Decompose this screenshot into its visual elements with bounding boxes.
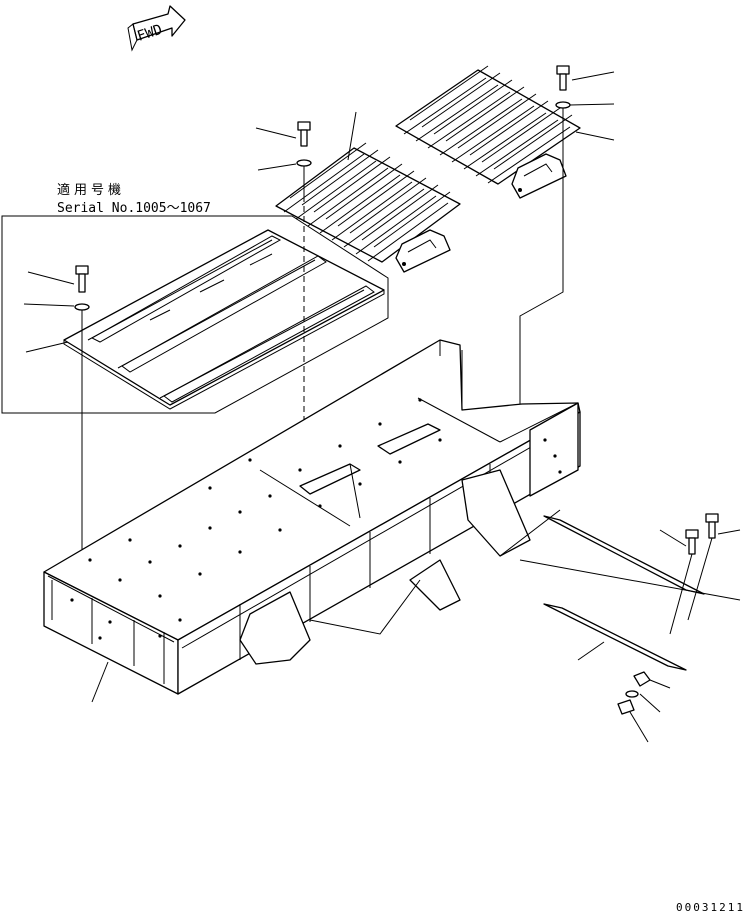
side-plate-upper	[543, 515, 705, 595]
cover-grating-center	[275, 142, 461, 273]
side-plate-lower	[543, 603, 687, 671]
grating-bolt-center	[296, 121, 312, 196]
plate-bolt-left	[669, 529, 699, 635]
fwd-arrow: FWD	[127, 5, 186, 52]
inset-bolt	[74, 265, 90, 345]
plate-bolt-right	[687, 513, 719, 621]
nut-lower	[617, 699, 635, 715]
cover-grating-right	[395, 65, 581, 199]
inset-plate	[63, 229, 385, 410]
inset-box	[1, 215, 389, 414]
serial-range: Serial No.1005～1067	[57, 201, 211, 216]
washer	[625, 690, 639, 698]
fwd-label: FWD	[135, 22, 164, 45]
drawing-code: 00031211	[676, 901, 745, 914]
main-frame	[43, 339, 581, 695]
deck-holes	[70, 398, 562, 640]
grating-bolt-right	[555, 65, 571, 140]
applicability-label: 適用号機	[57, 182, 125, 198]
nut-upper	[633, 671, 651, 687]
